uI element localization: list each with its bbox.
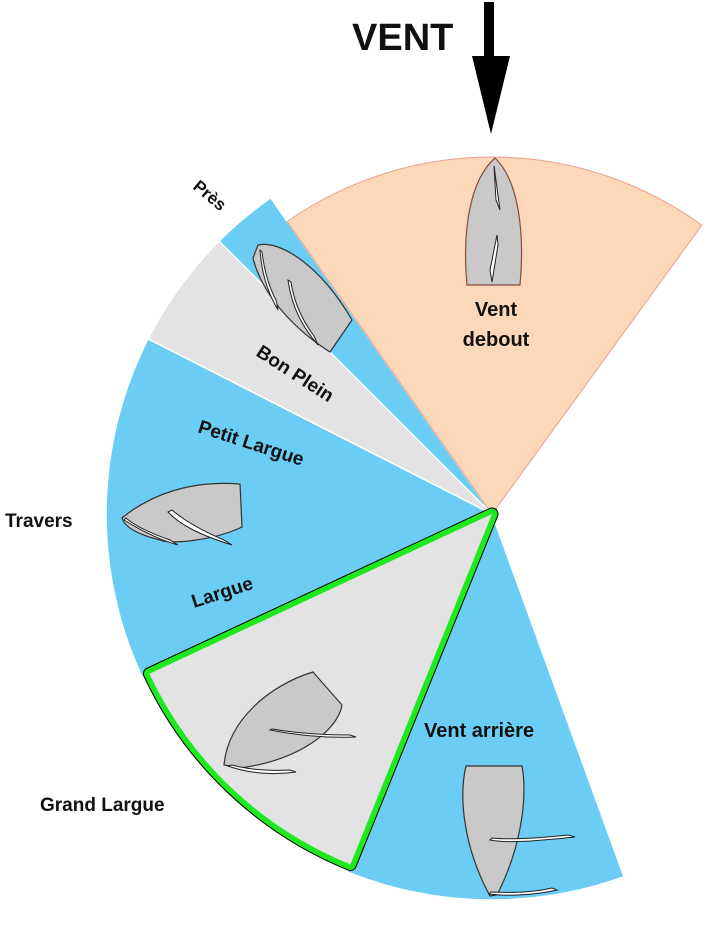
label-travers: Travers	[5, 511, 73, 532]
label-vent-debout-line2: debout	[463, 329, 530, 351]
sector-vent-debout	[286, 156, 703, 515]
label-pres: Près	[189, 177, 229, 215]
boat-travers-icon	[121, 482, 243, 546]
sector-vent-arriere	[346, 511, 625, 901]
boat-vent-arriere-icon	[462, 765, 576, 897]
sector-travers	[105, 337, 494, 679]
label-grand-largue: Grand Largue	[40, 795, 165, 816]
boat-vent-debout-icon	[465, 157, 523, 286]
label-vent-arriere: Vent arrière	[424, 720, 534, 742]
wind-title: VENT	[352, 17, 453, 59]
label-vent-debout-line1: Vent	[475, 299, 518, 321]
boat-grand-largue-icon	[223, 671, 357, 775]
arrow-down-icon	[472, 2, 510, 134]
boat-bon-plein-icon	[252, 243, 353, 353]
